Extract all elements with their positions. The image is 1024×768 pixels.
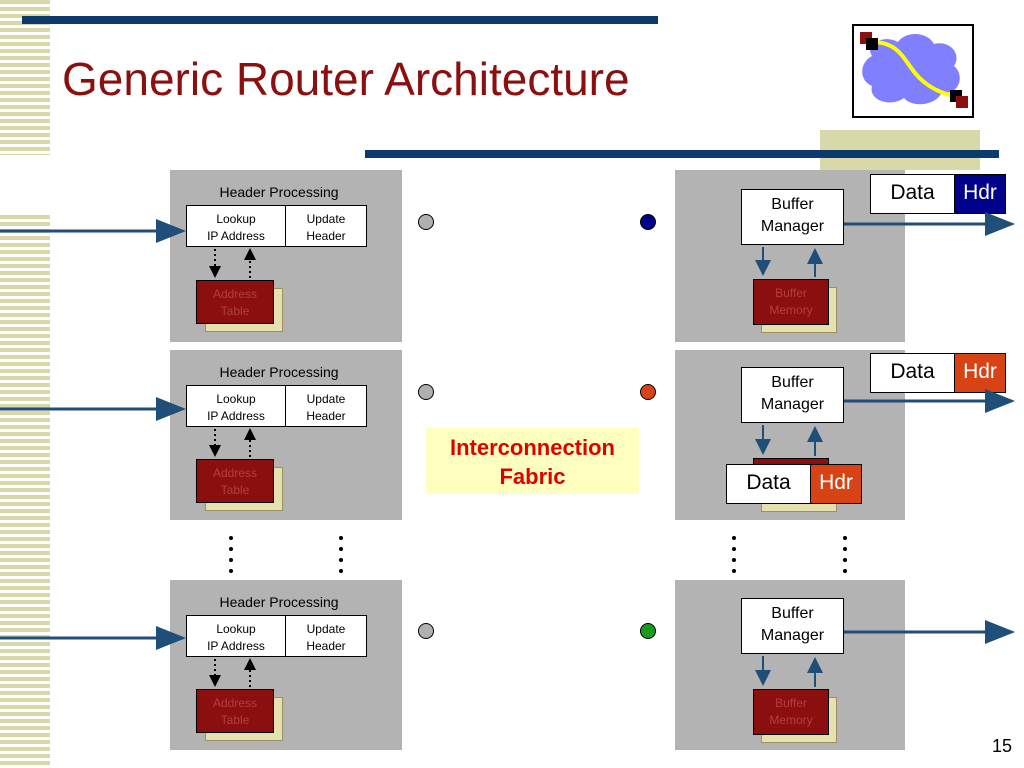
buffer-memory-box: Buffer Memory xyxy=(753,689,829,735)
title-rule-top xyxy=(22,16,658,24)
update-header-box: Update Header xyxy=(285,385,367,427)
buffer-memory-line-1: Buffer xyxy=(775,696,807,710)
buffer-memory-line-1: Buffer xyxy=(775,286,807,300)
update-line-1: Update xyxy=(306,212,346,226)
lookup-line-2: IP Address xyxy=(207,229,265,243)
input-port-dot xyxy=(418,384,434,400)
output-port-dot-2 xyxy=(640,384,656,400)
packet-data-box: Data xyxy=(870,174,955,214)
lookup-ip-address-box: Lookup IP Address xyxy=(186,385,286,427)
address-table-line-1: Address xyxy=(212,287,258,301)
buffer-manager-box: Buffer Manager xyxy=(741,367,844,423)
update-line-2: Header xyxy=(306,409,346,423)
buffer-manager-line-2: Manager xyxy=(760,627,825,644)
lookup-line-2: IP Address xyxy=(207,409,265,423)
update-line-2: Header xyxy=(306,639,346,653)
decorative-stripes-left xyxy=(0,215,50,768)
address-table-line-2: Table xyxy=(220,304,250,318)
header-processing-label: Header Processing xyxy=(219,184,339,200)
page-number: 15 xyxy=(992,736,1013,756)
buffer-manager-line-1: Buffer xyxy=(771,196,814,213)
fabric-line-1: Interconnection xyxy=(449,435,615,460)
address-table-line-1: Address xyxy=(212,466,258,480)
lookup-line-1: Lookup xyxy=(216,212,256,226)
network-cloud-icon xyxy=(852,24,974,118)
packet-data-box: Data xyxy=(726,464,811,504)
lookup-ip-address-box: Lookup IP Address xyxy=(186,205,286,247)
buffer-memory-line-2: Memory xyxy=(769,303,813,317)
buffer-manager-line-1: Buffer xyxy=(771,374,814,391)
lookup-line-1: Lookup xyxy=(216,622,256,636)
packet-data-box: Data xyxy=(870,353,955,393)
lookup-ip-address-box: Lookup IP Address xyxy=(186,615,286,657)
output-port-dot-1 xyxy=(640,214,656,230)
address-table-line-2: Table xyxy=(220,713,250,727)
input-port-dot xyxy=(418,214,434,230)
buffer-manager-line-2: Manager xyxy=(760,218,825,235)
update-line-2: Header xyxy=(306,229,346,243)
address-table-line-2: Table xyxy=(220,483,250,497)
buffer-manager-box: Buffer Manager xyxy=(741,189,844,245)
packet-hdr-box: Hdr xyxy=(810,464,862,504)
fabric-line-2: Fabric xyxy=(499,464,566,489)
lookup-line-1: Lookup xyxy=(216,392,256,406)
packet-hdr-box: Hdr xyxy=(954,174,1006,214)
lookup-line-2: IP Address xyxy=(207,639,265,653)
buffer-memory-box: Buffer Memory xyxy=(753,279,829,325)
address-table-box: Address Table xyxy=(196,689,274,733)
packet-hdr-box: Hdr xyxy=(954,353,1006,393)
decorative-stripes-top-left xyxy=(0,0,50,155)
buffer-memory-line-2: Memory xyxy=(769,713,813,727)
buffer-manager-line-2: Manager xyxy=(760,396,825,413)
update-line-1: Update xyxy=(306,392,346,406)
update-line-1: Update xyxy=(306,622,346,636)
buffer-manager-line-1: Buffer xyxy=(771,605,814,622)
slide-title: Generic Router Architecture xyxy=(62,53,630,105)
update-header-box: Update Header xyxy=(285,615,367,657)
title-rule-bottom xyxy=(365,150,999,158)
input-port-dot xyxy=(418,623,434,639)
header-processing-label: Header Processing xyxy=(219,364,339,380)
output-port-dot-3 xyxy=(640,623,656,639)
address-table-box: Address Table xyxy=(196,459,274,503)
address-table-line-1: Address xyxy=(212,696,258,710)
update-header-box: Update Header xyxy=(285,205,367,247)
address-table-box: Address Table xyxy=(196,280,274,324)
interconnection-fabric-box: Interconnection Fabric xyxy=(426,428,639,494)
buffer-manager-box: Buffer Manager xyxy=(741,598,844,654)
header-processing-label: Header Processing xyxy=(219,594,339,610)
